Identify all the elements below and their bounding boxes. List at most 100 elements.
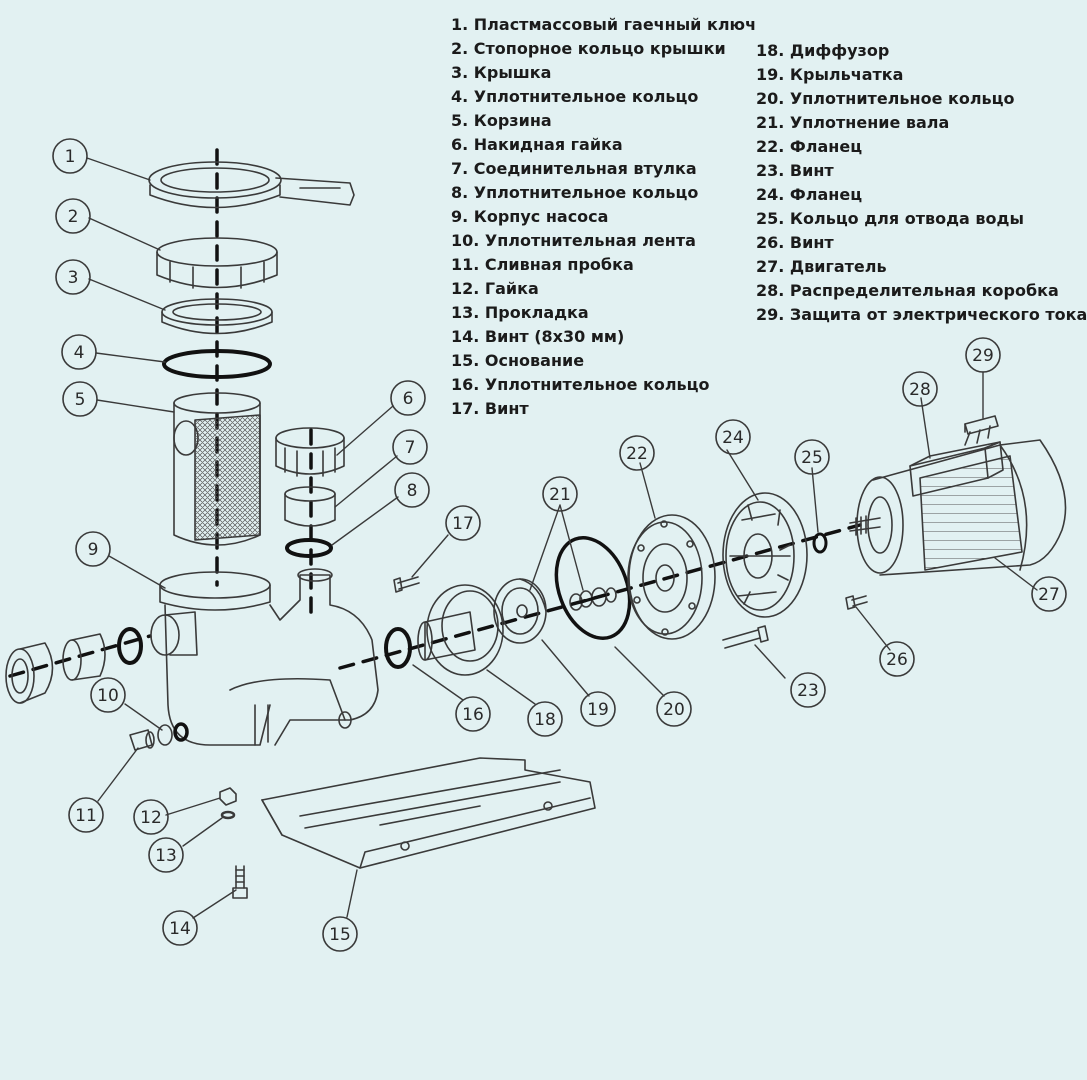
lid	[161, 298, 273, 335]
callout-5: 5	[62, 381, 98, 417]
svg-text:16: 16	[462, 705, 484, 725]
basket	[173, 392, 261, 546]
legend-item: 27. Двигатель	[756, 257, 887, 276]
svg-text:7: 7	[405, 438, 416, 458]
legend-item: 29. Защита от электрического тока	[756, 305, 1087, 324]
base	[261, 757, 596, 869]
callout-13: 13	[148, 837, 184, 873]
callout-20: 20	[656, 691, 692, 727]
callout-24: 24	[715, 419, 751, 455]
callout-17: 17	[445, 505, 481, 541]
svg-text:3: 3	[68, 268, 79, 288]
callout-19: 19	[580, 691, 616, 727]
diffuser	[417, 584, 504, 676]
svg-text:8: 8	[407, 481, 418, 501]
motor	[849, 439, 1067, 576]
svg-text:6: 6	[403, 389, 414, 409]
callout-2: 2	[55, 198, 91, 234]
callouts: 1 2 3 4 5 6 7 8 9 10 11 12 13 14 15 16 1…	[52, 138, 1067, 952]
legend-item: 2. Стопорное кольцо крышки	[451, 39, 726, 58]
legend-item: 25. Кольцо для отвода воды	[756, 209, 1024, 228]
legend-left-column: 1. Пластмассовый гаечный ключ 2. Стопорн…	[451, 13, 756, 421]
svg-text:1: 1	[65, 147, 76, 167]
svg-text:21: 21	[549, 485, 571, 505]
o-ring-8	[285, 538, 333, 558]
legend-item: 26. Винт	[756, 233, 834, 252]
seal-tape-10	[157, 724, 173, 746]
impeller	[493, 578, 547, 644]
callout-21: 21	[542, 476, 578, 512]
callout-23: 23	[790, 672, 826, 708]
svg-text:25: 25	[801, 448, 823, 468]
legend-item: 28. Распределительная коробка	[756, 281, 1059, 300]
legend-item: 8. Уплотнительное кольцо	[451, 183, 699, 202]
legend-item: 19. Крыльчатка	[756, 65, 904, 84]
svg-text:26: 26	[886, 650, 908, 670]
svg-text:9: 9	[88, 540, 99, 560]
legend-item: 16. Уплотнительное кольцо	[451, 375, 710, 394]
svg-text:14: 14	[169, 919, 191, 939]
legend-item: 21. Уплотнение вала	[756, 113, 950, 132]
legend-item: 20. Уплотнительное кольцо	[756, 89, 1015, 108]
legend-item: 5. Корзина	[451, 111, 552, 130]
callout-6: 6	[390, 380, 426, 416]
svg-text:22: 22	[626, 444, 648, 464]
union-nut-6	[275, 427, 345, 477]
callout-29: 29	[965, 337, 1001, 373]
callout-1: 1	[52, 138, 88, 174]
flange-24	[722, 492, 808, 618]
lid-lock-ring	[156, 237, 278, 289]
legend-item: 23. Винт	[756, 161, 834, 180]
nut-12	[219, 787, 237, 806]
svg-text:28: 28	[909, 380, 931, 400]
svg-text:5: 5	[75, 390, 86, 410]
legend-item: 17. Винт	[451, 399, 529, 418]
seal-ring-10	[173, 722, 189, 742]
legend-item: 14. Винт (8x30 мм)	[451, 327, 625, 346]
gasket-13	[220, 810, 236, 820]
svg-text:12: 12	[140, 808, 162, 828]
legend-item: 22. Фланец	[756, 137, 863, 156]
assembly-axes	[8, 148, 862, 678]
legend-item: 18. Диффузор	[756, 41, 890, 60]
legend-item: 6. Накидная гайка	[451, 135, 623, 154]
callout-18: 18	[527, 701, 563, 737]
callout-8: 8	[394, 472, 430, 508]
legend-right-column: 18. Диффузор 19. Крыльчатка 20. Уплотнит…	[756, 39, 1087, 327]
callout-9: 9	[75, 531, 111, 567]
legend-item: 10. Уплотнительная лента	[451, 231, 696, 250]
connecting-sleeve	[284, 486, 336, 527]
callout-leaders	[86, 157, 1038, 919]
screw-17	[393, 576, 420, 593]
svg-text:29: 29	[972, 346, 994, 366]
shaft-seal	[569, 587, 617, 611]
svg-text:13: 13	[155, 846, 177, 866]
plastic-wrench	[148, 161, 355, 209]
legend-item: 4. Уплотнительное кольцо	[451, 87, 699, 106]
svg-text:24: 24	[722, 428, 744, 448]
callout-12: 12	[133, 799, 169, 835]
callout-14: 14	[162, 910, 198, 946]
callout-27: 27	[1031, 576, 1067, 612]
legend-item: 12. Гайка	[451, 279, 539, 298]
water-slinger-ring	[812, 532, 828, 554]
svg-text:19: 19	[587, 700, 609, 720]
legend-item: 7. Соединительная втулка	[451, 159, 697, 178]
svg-text:4: 4	[74, 343, 85, 363]
callout-16: 16	[455, 696, 491, 732]
svg-text:10: 10	[97, 686, 119, 706]
inlet-sleeve	[62, 633, 106, 681]
legend-item: 15. Основание	[451, 351, 585, 370]
callout-10: 10	[90, 677, 126, 713]
screw-23	[722, 625, 769, 649]
legend-item: 11. Сливная пробка	[451, 255, 634, 274]
callout-28: 28	[902, 371, 938, 407]
callout-15: 15	[322, 916, 358, 952]
inlet-o-ring	[117, 627, 143, 665]
screw-14	[232, 865, 248, 899]
inlet-union-nut	[5, 642, 54, 704]
svg-text:2: 2	[68, 207, 79, 227]
legend-item: 13. Прокладка	[451, 303, 589, 322]
